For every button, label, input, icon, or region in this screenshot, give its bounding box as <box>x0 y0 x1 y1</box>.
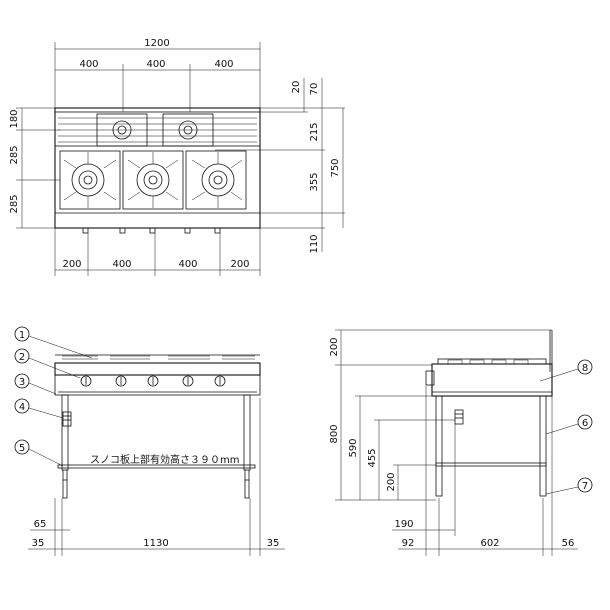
dim-bottom-2: 400 <box>112 259 131 270</box>
front-bottom-dimensions: 35 1130 35 <box>28 398 285 556</box>
dim-top-seg-1: 400 <box>79 59 98 70</box>
side-body <box>431 363 553 397</box>
shelf-height-note: スノコ板上部有効高さ３９０mm <box>90 453 239 466</box>
dim-front-35-right: 35 <box>267 538 280 549</box>
dim-width-total: 1200 <box>144 38 169 49</box>
callout-3: 3 <box>14 373 57 395</box>
dim-side-590: 590 <box>348 438 359 457</box>
side-left-dimensions: 200 800 590 455 200 <box>329 330 455 501</box>
svg-text:5: 5 <box>19 443 25 454</box>
dim-right-215: 215 <box>309 122 320 141</box>
svg-text:4: 4 <box>19 402 25 413</box>
svg-text:6: 6 <box>582 418 588 429</box>
dim-side-602: 602 <box>480 538 499 549</box>
left-dimensions: 180 285 285 <box>9 107 60 229</box>
side-knob <box>425 370 435 386</box>
dim-top-seg-2: 400 <box>146 59 165 70</box>
dim-side-56: 56 <box>562 538 575 549</box>
dim-left-2: 285 <box>9 145 20 164</box>
dim-right-70: 70 <box>309 83 320 96</box>
gas-inlet <box>62 411 72 427</box>
callout-2: 2 <box>14 348 81 379</box>
dim-65: 65 <box>34 519 47 530</box>
dim-bottom-1: 200 <box>62 259 81 270</box>
svg-text:7: 7 <box>582 481 588 492</box>
dim-bottom-4: 200 <box>230 259 249 270</box>
front-knobs <box>80 375 226 387</box>
dim-front-1130: 1130 <box>143 538 168 549</box>
dim-side-455: 455 <box>367 448 378 467</box>
dim-right-20: 20 <box>291 81 302 94</box>
dim-190-group: 190 <box>392 519 455 531</box>
dim-left-1: 180 <box>9 109 20 128</box>
right-dimensions: 20 70 215 355 750 110 <box>215 78 345 254</box>
front-top-rail <box>54 362 261 376</box>
callout-4: 4 <box>14 398 64 419</box>
callout-6: 6 <box>545 414 593 435</box>
dim-top-seg-3: 400 <box>214 59 233 70</box>
dim-front-35-left: 35 <box>32 538 45 549</box>
dim-side-800: 800 <box>329 424 340 443</box>
callout-7: 7 <box>545 477 593 495</box>
bottom-dimensions: 200 400 400 200 <box>54 228 261 276</box>
dim-right-355: 355 <box>309 172 320 191</box>
dim-side-200-bottom: 200 <box>386 472 397 491</box>
svg-text:2: 2 <box>19 352 25 363</box>
callout-1: 1 <box>14 326 93 359</box>
svg-text:1: 1 <box>19 330 25 341</box>
dim-left-3: 285 <box>9 194 20 213</box>
dim-side-92: 92 <box>402 538 415 549</box>
dim-side-200-top: 200 <box>329 337 340 356</box>
side-bottom-dimensions: 92 602 56 <box>398 386 578 556</box>
dim-bottom-3: 400 <box>178 259 197 270</box>
callout-5: 5 <box>14 439 64 467</box>
svg-text:8: 8 <box>582 363 588 374</box>
front-burners <box>59 150 247 210</box>
dim-right-110: 110 <box>309 234 320 253</box>
top-view-body <box>54 107 261 229</box>
top-dimensions: 1200 400 400 400 <box>54 38 261 112</box>
front-view: スノコ板上部有効高さ３９０mm 1 2 3 4 5 <box>14 326 285 556</box>
dim-65-group: 65 <box>30 519 70 531</box>
dim-190: 190 <box>394 519 413 530</box>
top-view: 1200 400 400 400 180 285 285 <box>9 38 345 276</box>
callout-8: 8 <box>539 359 593 382</box>
dim-right-750: 750 <box>330 158 341 177</box>
side-view: 8 6 7 200 800 590 455 20 <box>329 329 593 556</box>
svg-text:3: 3 <box>19 377 25 388</box>
